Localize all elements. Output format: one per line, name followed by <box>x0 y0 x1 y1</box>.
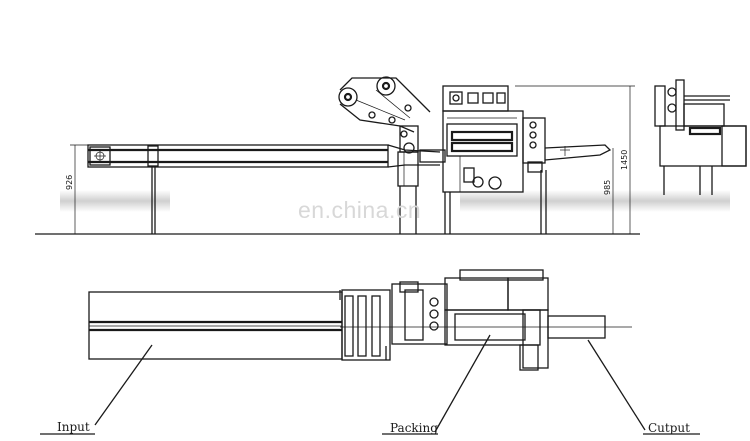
control-display-2 <box>467 92 479 104</box>
control-display-4 <box>496 92 506 104</box>
film-path-2 <box>375 89 411 119</box>
film-frame-top <box>339 77 431 113</box>
drive-wheel-2 <box>488 176 502 190</box>
film-roll-right-hub <box>381 81 391 91</box>
dim-text-right: 1450 <box>620 150 629 170</box>
cutter-base <box>527 161 543 173</box>
control-display-3 <box>482 92 494 104</box>
end-view-column <box>675 79 685 131</box>
cutter-unit <box>522 117 546 164</box>
sealing-jaw-bottom <box>450 141 514 153</box>
film-idler-4 <box>400 130 408 138</box>
plan-former-inner <box>404 289 424 341</box>
label-packing: Packing <box>390 421 438 435</box>
end-view <box>654 79 747 195</box>
feed-slope-lower <box>387 164 440 168</box>
film-frame-bottom <box>339 103 415 133</box>
plan-transfer-guide-1 <box>344 295 354 357</box>
watermark-shade-right <box>460 190 730 212</box>
film-feed-roller <box>403 142 415 154</box>
film-roll-right <box>376 76 396 96</box>
plan-transfer-section <box>341 289 391 361</box>
label-output: Cutput <box>648 421 690 435</box>
end-view-side-panel <box>721 125 747 167</box>
film-roll-left-hub <box>343 92 353 102</box>
plan-sealing-body <box>444 309 541 346</box>
former-column <box>397 151 419 187</box>
plan-cutter <box>522 309 549 369</box>
leader-lines <box>40 334 700 435</box>
film-roll-left <box>338 87 358 107</box>
plan-outfeed-conveyor <box>547 315 606 339</box>
film-idler-1 <box>368 111 376 119</box>
dim-text-left: 926 <box>65 175 74 190</box>
sealing-jaw-top <box>450 130 514 142</box>
plan-infeed-conveyor <box>88 291 343 360</box>
plan-former <box>391 283 448 345</box>
cutter-roll-1 <box>529 121 537 129</box>
film-idler-2 <box>388 116 396 124</box>
film-path-1 <box>355 99 406 121</box>
end-view-post <box>654 85 666 127</box>
control-knob <box>452 94 460 102</box>
plan-transfer-guide-3 <box>371 295 381 357</box>
plan-cutter-base <box>519 344 539 371</box>
watermark-shade-left <box>60 190 170 212</box>
side-elevation: 926 985 1450 <box>35 76 640 235</box>
end-view-body <box>659 125 747 167</box>
cutter-roll-3 <box>529 141 537 149</box>
plan-sealing-jaws <box>454 313 526 341</box>
plan-roller-3 <box>429 321 439 331</box>
leader-output <box>587 339 646 431</box>
conveyor-end-block <box>89 146 111 166</box>
plan-motor-housing <box>507 277 549 311</box>
control-display-1 <box>449 91 463 105</box>
watermark-text: en.china.cn <box>298 197 422 223</box>
infeed-conveyor <box>87 144 389 168</box>
plan-roller-1 <box>429 297 439 307</box>
end-view-roll-1 <box>667 87 677 97</box>
plan-view <box>88 269 632 371</box>
conveyor-support-block <box>147 145 159 167</box>
plan-control-box <box>444 277 509 311</box>
leader-input <box>94 344 153 426</box>
end-view-jaw <box>688 126 722 136</box>
plan-former-cap <box>399 281 419 293</box>
plan-roller-2 <box>429 309 439 319</box>
film-idler-3 <box>404 104 412 112</box>
sealing-unit <box>446 123 518 157</box>
end-view-roll-2 <box>667 103 677 113</box>
pusher-block <box>419 149 446 163</box>
label-input: Input <box>57 420 90 434</box>
end-view-cabinet <box>683 103 725 127</box>
plan-transfer-guide-2 <box>357 295 367 357</box>
leader-packing <box>434 334 491 433</box>
discharge-conveyor <box>544 144 612 161</box>
plan-top-cover <box>459 269 544 281</box>
dim-text-mid: 985 <box>603 180 612 195</box>
cutter-roll-2 <box>529 131 537 139</box>
motor-block <box>463 167 475 183</box>
